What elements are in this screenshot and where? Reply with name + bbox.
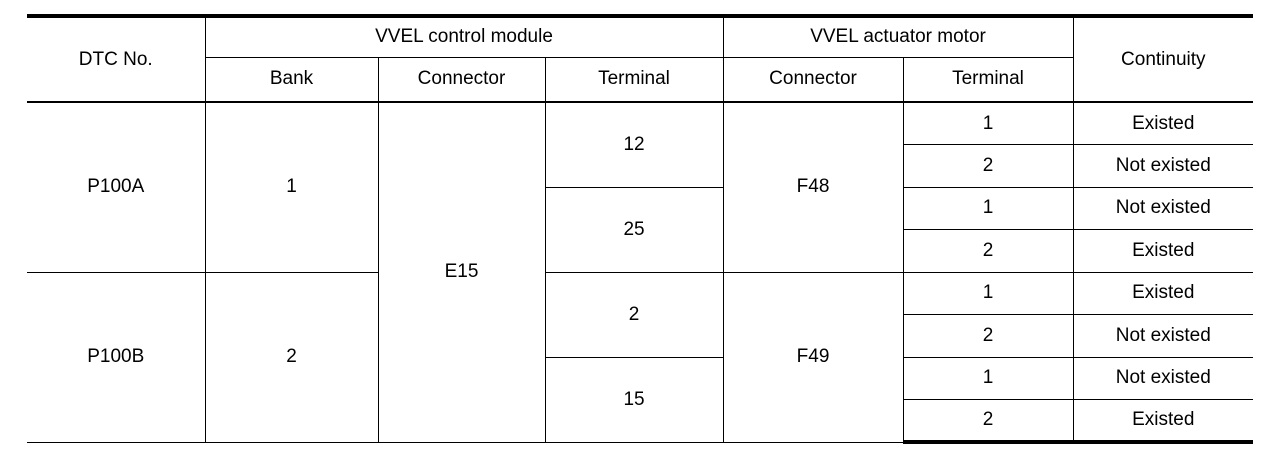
cell-actuator-terminal: 1 xyxy=(902,271,1074,315)
cell-module-connector: E15 xyxy=(377,101,546,443)
cell-bank: 2 xyxy=(204,271,379,443)
cell-dtc-no: P100B xyxy=(27,271,206,443)
header-dtc-no: DTC No. xyxy=(27,14,206,103)
table-row: 15 1 Not existed xyxy=(27,356,1254,443)
cell-continuity: Existed xyxy=(1072,101,1254,145)
cell-module-terminal: 25 xyxy=(545,186,724,273)
cell-continuity: Existed xyxy=(1072,399,1254,444)
cell-continuity: Not existed xyxy=(1072,314,1254,358)
header-group-vvel-control-module: VVEL control module xyxy=(204,14,724,58)
cell-continuity: Not existed xyxy=(1072,144,1254,188)
cell-actuator-terminal: 1 xyxy=(902,356,1074,400)
table-row: 2 Not existed xyxy=(27,144,1254,188)
header-module-connector: Connector xyxy=(377,56,546,103)
cell-continuity: Existed xyxy=(1072,271,1254,315)
dtc-continuity-table-container: DTC No. VVEL control module VVEL actuato… xyxy=(27,14,1254,444)
header-row-groups: DTC No. VVEL control module VVEL actuato… xyxy=(27,14,1254,103)
header-actuator-terminal: Terminal xyxy=(902,56,1074,103)
cell-module-terminal: 2 xyxy=(544,271,724,358)
table-row: P100B 2 2 F49 1 Existed xyxy=(27,271,1254,443)
table-header: DTC No. VVEL control module VVEL actuato… xyxy=(27,14,1254,103)
cell-actuator-connector: F49 xyxy=(722,271,904,443)
cell-continuity: Existed xyxy=(1072,229,1254,273)
cell-actuator-terminal: 1 xyxy=(902,186,1074,230)
dtc-continuity-table: DTC No. VVEL control module VVEL actuato… xyxy=(27,14,1254,444)
cell-bank: 1 xyxy=(204,101,379,273)
cell-module-terminal: 12 xyxy=(544,101,724,188)
header-row-subcolumns: Bank Connector Terminal Connector Termin… xyxy=(27,56,1253,103)
table-row: 25 1 Not existed xyxy=(27,186,1254,273)
cell-continuity: Not existed xyxy=(1072,356,1254,400)
table-row: 2 Not existed xyxy=(27,314,1254,358)
cell-actuator-connector: F48 xyxy=(722,101,904,273)
cell-actuator-terminal: 2 xyxy=(903,314,1074,358)
table-row: 2 Existed xyxy=(27,399,1254,444)
table-body: P100A 1 E15 12 F48 1 Existed 2 Not exist… xyxy=(27,101,1254,444)
header-group-vvel-actuator-motor: VVEL actuator motor xyxy=(722,14,1074,58)
cell-actuator-terminal: 2 xyxy=(903,144,1074,188)
header-continuity: Continuity xyxy=(1072,14,1254,103)
cell-continuity: Not existed xyxy=(1072,186,1254,230)
cell-actuator-terminal: 2 xyxy=(903,229,1074,273)
header-bank: Bank xyxy=(205,56,379,103)
cell-actuator-terminal: 2 xyxy=(903,399,1074,444)
cell-module-terminal: 15 xyxy=(545,356,724,443)
cell-actuator-terminal: 1 xyxy=(902,101,1074,145)
table-row: P100A 1 E15 12 F48 1 Existed xyxy=(27,101,1254,443)
header-actuator-connector: Connector xyxy=(722,56,904,103)
cell-dtc-no: P100A xyxy=(27,101,206,273)
header-module-terminal: Terminal xyxy=(544,56,724,103)
